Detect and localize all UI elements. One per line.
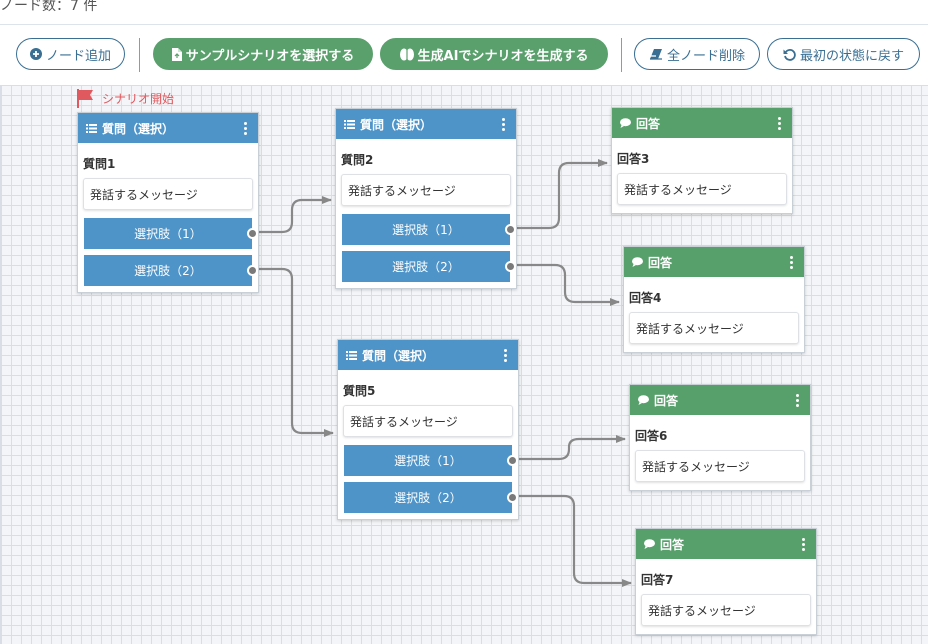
output-port[interactable] [247,227,258,239]
node-header[interactable]: 回答 [636,529,816,559]
message-field[interactable]: 発話するメッセージ [635,450,805,482]
node-title: 質問2 [341,153,374,167]
comment-icon [638,395,649,405]
node-title: 回答3 [617,152,650,166]
comment-icon [620,118,631,128]
node-header[interactable]: 質問（選択） [336,109,516,139]
choice-button[interactable]: 選択肢（1） [342,214,516,245]
more-options-icon[interactable] [786,255,796,269]
output-port[interactable] [505,223,516,235]
node-header[interactable]: 質問（選択） [338,340,518,370]
generate-ai-button[interactable]: 生成AIでシナリオを生成する [380,38,608,70]
node-type-label: 質問（選択） [102,121,175,136]
delete-all-button[interactable]: 全ノード削除 [634,38,760,70]
more-options-icon[interactable] [240,121,250,135]
node-title: 回答7 [641,573,674,587]
list-icon [86,123,97,133]
question-node[interactable]: 質問（選択） 質問5 発話するメッセージ 選択肢（1） 選択肢（2） [337,339,519,520]
node-title: 質問1 [83,157,116,171]
file-icon [171,47,182,61]
scenario-start-marker: シナリオ開始 [76,88,174,108]
select-sample-label: サンプルシナリオを選択する [185,48,355,64]
add-node-label: ノード追加 [45,48,111,64]
answer-node[interactable]: 回答 回答3 発話するメッセージ [611,107,793,214]
node-header[interactable]: 回答 [624,247,804,277]
comment-icon [632,257,643,267]
reset-button[interactable]: 最初の状態に戻す [767,38,920,70]
message-field[interactable]: 発話するメッセージ [641,594,811,626]
node-type-label: 回答 [660,537,685,552]
node-type-label: 回答 [636,116,661,131]
output-port[interactable] [507,491,518,503]
node-type-label: 質問（選択） [360,117,433,132]
delete-all-label: 全ノード削除 [666,48,745,64]
answer-node[interactable]: 回答 回答4 発話するメッセージ [623,246,805,353]
add-node-button[interactable]: ノード追加 [16,38,125,70]
node-type-label: 回答 [648,255,673,270]
toolbar: ノード追加 サンプルシナリオを選択する 生成AIでシナリオを生成する 全ノード削… [0,24,928,86]
message-field[interactable]: 発話するメッセージ [617,173,787,205]
choice-button[interactable]: 選択肢（2） [84,255,258,286]
message-field[interactable]: 発話するメッセージ [83,178,253,210]
question-node[interactable]: 質問（選択） 質問1 発話するメッセージ 選択肢（1） 選択肢（2） [77,112,259,293]
node-type-label: 回答 [654,393,679,408]
node-type-label: 質問（選択） [362,348,435,363]
more-options-icon[interactable] [500,348,510,362]
more-options-icon[interactable] [498,117,508,131]
output-port[interactable] [507,454,518,466]
choice-button[interactable]: 選択肢（2） [342,251,516,282]
question-node[interactable]: 質問（選択） 質問2 発話するメッセージ 選択肢（1） 選択肢（2） [335,108,517,289]
node-title: 質問5 [343,384,376,398]
reset-label: 最初の状態に戻す [799,48,904,64]
answer-node[interactable]: 回答 回答6 発話するメッセージ [629,384,811,491]
node-title: 回答4 [629,291,662,305]
brain-icon [399,48,414,61]
node-header[interactable]: 質問（選択） [78,113,258,143]
choice-button[interactable]: 選択肢（1） [344,445,518,476]
plus-icon [29,48,42,60]
more-options-icon[interactable] [792,393,802,407]
comment-icon [644,539,655,549]
scenario-start-label: シナリオ開始 [102,91,175,106]
message-field[interactable]: 発話するメッセージ [343,405,513,437]
message-field[interactable]: 発話するメッセージ [341,174,511,206]
output-port[interactable] [247,264,258,276]
generate-ai-label: 生成AIでシナリオを生成する [417,48,589,64]
list-icon [344,119,355,129]
node-count: ノード数：7 件 [0,0,98,14]
toolbar-divider [139,38,140,72]
more-options-icon[interactable] [798,537,808,551]
node-header[interactable]: 回答 [630,385,810,415]
answer-node[interactable]: 回答 回答7 発話するメッセージ [635,528,817,635]
list-icon [346,350,357,360]
toolbar-divider [621,38,622,72]
select-sample-button[interactable]: サンプルシナリオを選択する [153,38,373,70]
choice-button[interactable]: 選択肢（1） [84,218,258,249]
output-port[interactable] [505,260,516,272]
undo-icon [783,48,796,61]
message-field[interactable]: 発話するメッセージ [629,312,799,344]
node-title: 回答6 [635,429,668,443]
node-header[interactable]: 回答 [612,108,792,138]
eraser-icon [649,48,663,60]
flag-icon [76,88,96,108]
more-options-icon[interactable] [774,116,784,130]
choice-button[interactable]: 選択肢（2） [344,482,518,513]
